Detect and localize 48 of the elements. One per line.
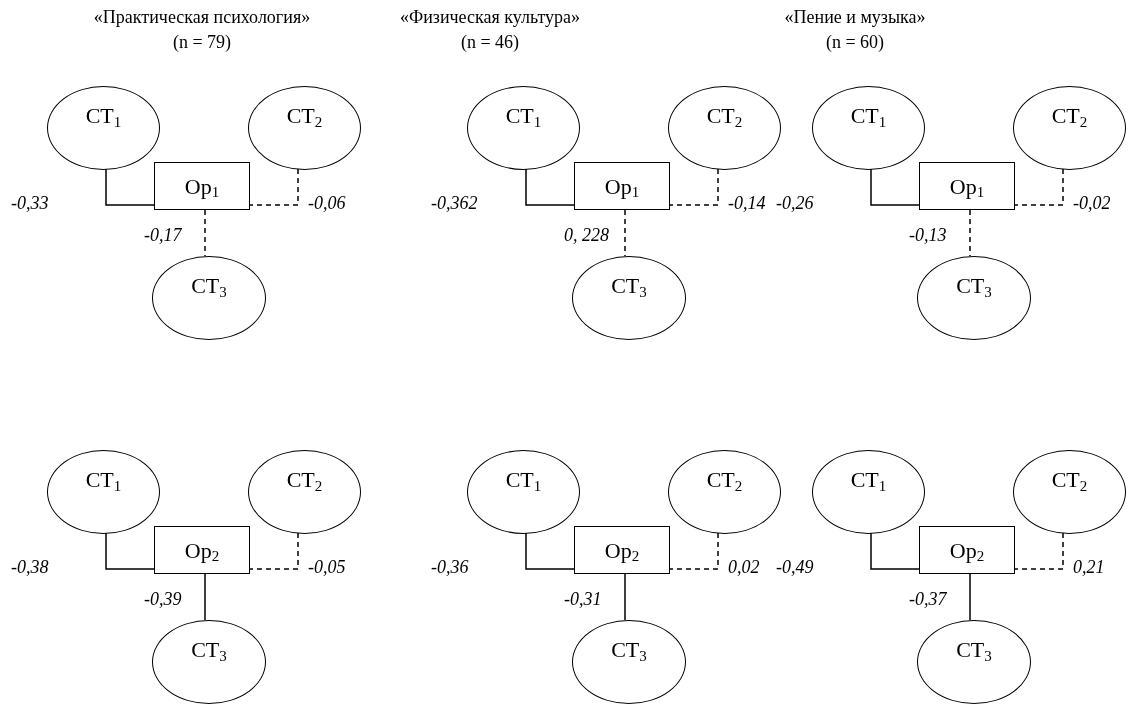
- edge-label: 0,21: [1073, 558, 1105, 576]
- column-heading: (n = 79): [172, 33, 232, 51]
- connector-line: [1014, 532, 1064, 570]
- connector-line: [969, 209, 971, 257]
- edge-label: -0,31: [564, 590, 602, 608]
- column-heading: (n = 60): [825, 33, 885, 51]
- factor-box: Op$_{2}$: [574, 526, 670, 574]
- edge-label: -0,06: [308, 194, 346, 212]
- connector-line: [249, 168, 299, 206]
- factor-box: Op$_{1}$: [574, 162, 670, 210]
- edge-label: -0,362: [431, 194, 478, 212]
- connector-line: [669, 532, 719, 570]
- edge-label: -0,39: [144, 590, 182, 608]
- connector-line: [870, 168, 920, 206]
- column-heading: «Пение и музыка»: [784, 8, 926, 26]
- edge-label: -0,26: [776, 194, 814, 212]
- edge-label: -0,37: [909, 590, 947, 608]
- factor-box: Op$_{1}$: [919, 162, 1015, 210]
- connector-line: [525, 532, 575, 570]
- column-heading: «Физическая культура»: [399, 8, 581, 26]
- edge-label: -0,33: [11, 194, 49, 212]
- connector-line: [249, 532, 299, 570]
- edge-label: -0,38: [11, 558, 49, 576]
- connector-line: [624, 573, 626, 621]
- connector-line: [870, 532, 920, 570]
- connector-line: [669, 168, 719, 206]
- connector-line: [204, 209, 206, 257]
- edge-label: 0, 228: [564, 226, 609, 244]
- edge-label: 0,02: [728, 558, 760, 576]
- factor-box: Op$_{1}$: [154, 162, 250, 210]
- connector-line: [624, 209, 626, 257]
- connector-line: [204, 573, 206, 621]
- edge-label: -0,17: [144, 226, 182, 244]
- edge-label: -0,02: [1073, 194, 1111, 212]
- connector-line: [105, 168, 155, 206]
- edge-label: -0,36: [431, 558, 469, 576]
- edge-label: -0,49: [776, 558, 814, 576]
- connector-line: [105, 532, 155, 570]
- edge-label: -0,14: [728, 194, 766, 212]
- edge-label: -0,05: [308, 558, 346, 576]
- connector-line: [969, 573, 971, 621]
- connector-line: [525, 168, 575, 206]
- column-heading: (n = 46): [460, 33, 520, 51]
- factor-box: Op$_{2}$: [919, 526, 1015, 574]
- edge-label: -0,13: [909, 226, 947, 244]
- factor-box: Op$_{2}$: [154, 526, 250, 574]
- column-heading: «Практическая психология»: [93, 8, 311, 26]
- connector-line: [1014, 168, 1064, 206]
